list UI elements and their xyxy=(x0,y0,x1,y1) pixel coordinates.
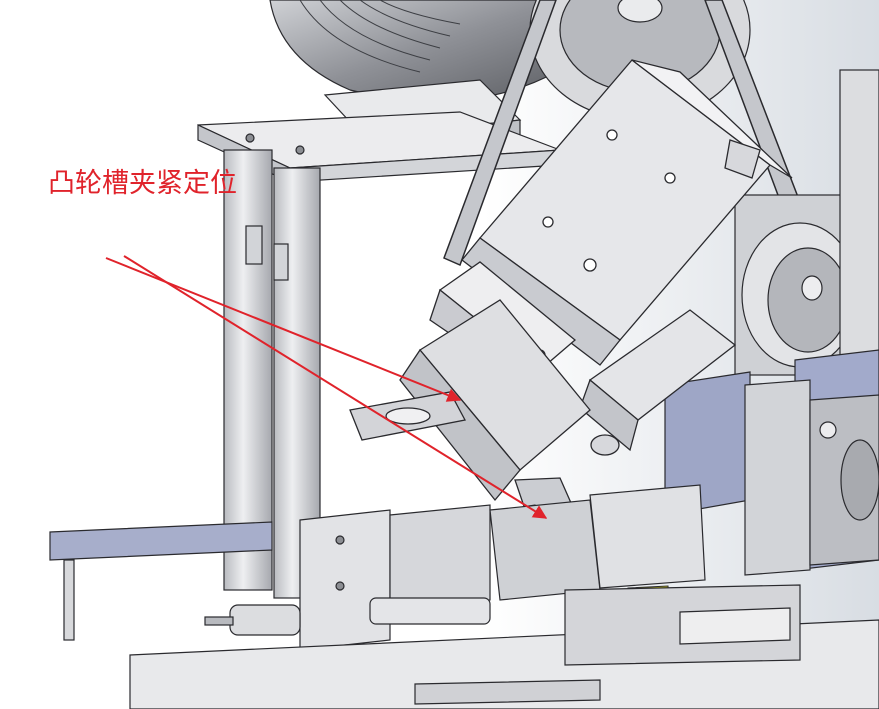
bottom-cylinder xyxy=(204,597,491,636)
pointer-arrow-2-icon xyxy=(123,255,548,519)
left-rail xyxy=(49,521,273,641)
support-columns xyxy=(223,149,321,599)
fixture-blocks xyxy=(299,484,706,651)
right-lower-block xyxy=(744,379,879,576)
upper-cylinder xyxy=(461,59,793,366)
annotation-label: 凸轮槽夹紧定位 xyxy=(48,168,237,199)
right-pulley-housing xyxy=(734,69,879,391)
base-plate xyxy=(129,584,879,709)
lower-cylinder xyxy=(579,309,737,456)
annotation-arrows xyxy=(105,255,548,519)
